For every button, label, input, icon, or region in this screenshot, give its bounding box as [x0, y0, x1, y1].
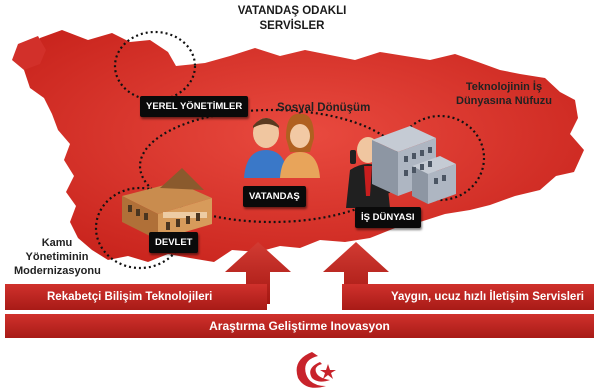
title-line-2: SERVİSLER: [259, 20, 325, 32]
citizens-icon: [244, 113, 320, 178]
social-transformation-label: Sosyal Dönüşüm: [277, 102, 371, 114]
technology-label-line-1: Teknolojinin İş: [465, 81, 543, 93]
communication-services-bar: Yaygın, ucuz hızlı İletişim Servisleri: [342, 284, 594, 310]
title-line-1: VATANDAŞ ODAKLI: [237, 5, 347, 17]
local-government-tag: YEREL YÖNETİMLER: [140, 96, 249, 117]
technology-label-line-2: Dünyasına Nüfuzu: [456, 95, 552, 107]
citizen-tag: VATANDAŞ: [243, 186, 306, 207]
diagram-title: VATANDAŞ ODAKLI SERVİSLER: [222, 4, 362, 34]
rd-innovation-bar: Araştırma Geliştirme Inovasyon: [5, 314, 594, 338]
rd-innovation-label: Araştırma Geliştirme Inovasyon: [209, 319, 390, 333]
left-up-arrow: [225, 242, 291, 304]
government-building-icon: [122, 168, 212, 240]
business-world-tag: İŞ DÜNYASI: [355, 207, 421, 228]
public-admin-line-2: Yönetiminin: [25, 251, 89, 263]
competitive-it-label: Rekabetçi Bilişim Teknolojileri: [47, 291, 213, 303]
thrace-map: [12, 36, 46, 70]
competitive-it-bar: Rekabetçi Bilişim Teknolojileri: [5, 284, 267, 310]
office-building-icon: [372, 126, 456, 204]
technology-circle: [394, 114, 486, 202]
communication-services-label: Yaygın, ucuz hızlı İletişim Servisleri: [390, 291, 584, 303]
right-up-arrow: [323, 242, 389, 304]
public-admin-line-1: Kamu: [41, 237, 73, 249]
public-admin-line-3: Modernizasyonu: [14, 265, 101, 277]
local-government-circle: [113, 30, 197, 102]
logo-icon: [296, 352, 336, 388]
government-tag: DEVLET: [149, 232, 199, 253]
public-admin-label: Kamu Yönetiminin Modernizasyonu: [14, 236, 101, 278]
technology-label: Teknolojinin İş Dünyasına Nüfuzu: [444, 80, 564, 108]
